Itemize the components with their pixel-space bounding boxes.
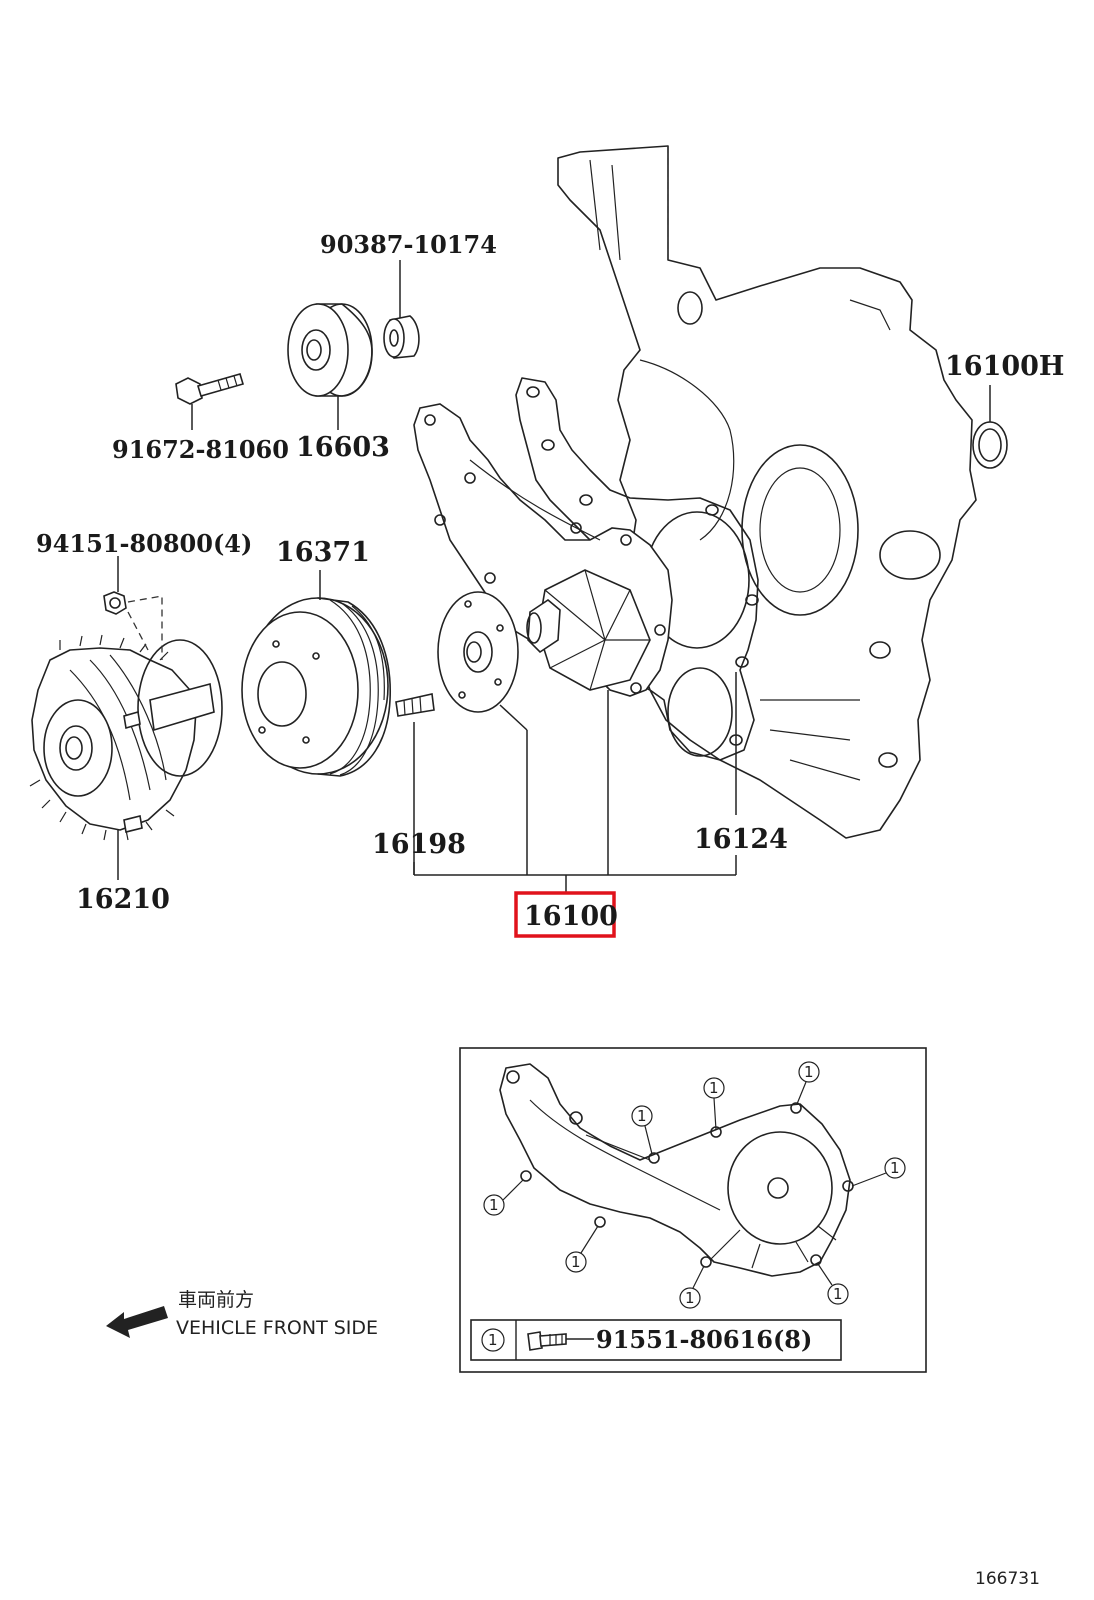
fan-clutch-16210: [29, 634, 223, 880]
label-16603: 16603: [296, 432, 390, 463]
label-16198: 16198: [372, 829, 466, 860]
label-16100h: 16100H: [945, 351, 1064, 382]
marker-1: 1: [489, 1196, 499, 1214]
timing-cover-drawing: [557, 145, 977, 839]
label-16371: 16371: [276, 537, 370, 568]
assembly-bracket: [413, 672, 737, 892]
pulley-16371: [241, 570, 391, 777]
highlight-box-16100: [514, 891, 616, 938]
label-91672-81060: 91672-81060: [112, 435, 289, 464]
marker-1: 1: [890, 1159, 900, 1177]
bolt-callout-markers: 1 1 1 1 1 1 1 1: [483, 1061, 906, 1309]
label-90387-10174: 90387-10174: [320, 230, 497, 259]
marker-1: 1: [637, 1107, 647, 1125]
bolt-91672: [175, 373, 244, 430]
water-pump-body: [413, 403, 673, 697]
marker-1: 1: [685, 1289, 695, 1307]
arrow-left-icon: [106, 1306, 168, 1338]
marker-1: 1: [833, 1285, 843, 1303]
idler-pulley-16603: [287, 303, 373, 430]
illustration-code: 166731: [975, 1569, 1040, 1589]
bolt-location-inset: 1 1 1 1 1 1 1 1 1 91551-80616(8): [459, 1047, 927, 1373]
vehicle-front-jp: 車両前方: [178, 1289, 254, 1311]
label-91551-80616: 91551-80616(8): [596, 1325, 812, 1354]
marker-1: 1: [804, 1063, 814, 1081]
label-94151-80800: 94151-80800(4): [36, 529, 252, 558]
vehicle-front-en: VEHICLE FRONT SIDE: [176, 1317, 378, 1339]
gasket-16124: [515, 377, 759, 761]
label-16124: 16124: [694, 824, 788, 855]
bushing-90387: [383, 260, 420, 359]
o-ring-16100h: 16100H: [945, 351, 1064, 469]
nut-94151: [103, 556, 163, 660]
stud-16198: [395, 693, 435, 875]
marker-1: 1: [571, 1253, 581, 1271]
legend-marker: 1: [488, 1331, 498, 1349]
vehicle-front-indicator: 車両前方 VEHICLE FRONT SIDE: [106, 1289, 378, 1339]
label-16100[interactable]: 16100: [524, 901, 618, 932]
marker-1: 1: [709, 1079, 719, 1097]
label-16210: 16210: [76, 884, 170, 915]
bolt-icon: [527, 1331, 567, 1351]
pump-flange: [437, 591, 528, 875]
